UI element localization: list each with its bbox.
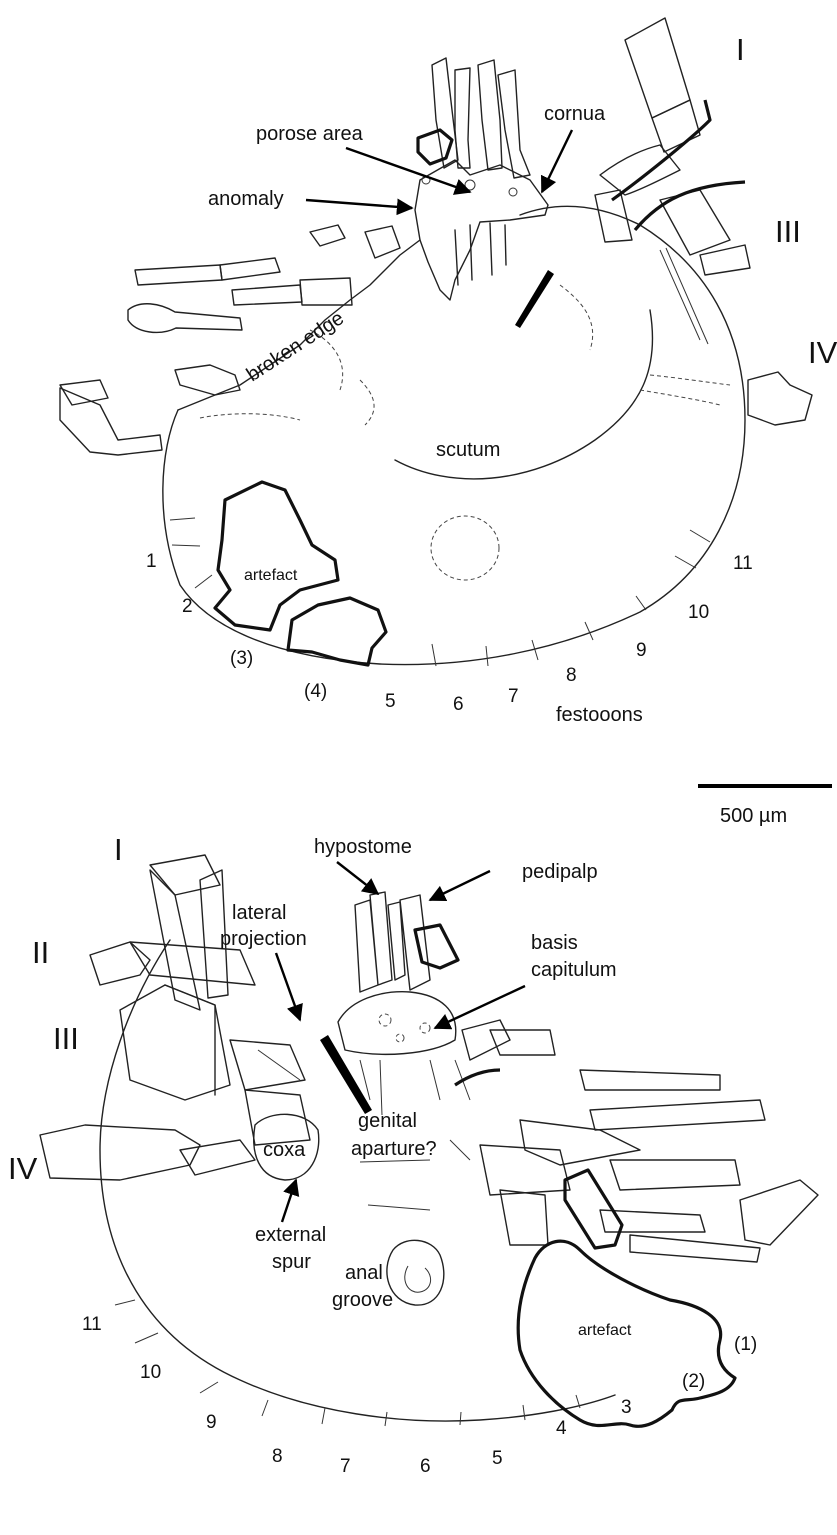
label-scutum: scutum: [436, 439, 500, 461]
top-body-outline: [163, 206, 745, 664]
label-cornua: cornua: [544, 103, 606, 125]
arrow-cornua: [542, 130, 572, 192]
bottom-artefact-medium: [565, 1170, 622, 1248]
bottom-basis-dots: [379, 1014, 430, 1042]
label-spur: spur: [272, 1251, 311, 1273]
bottom-festoon-8: 8: [272, 1446, 283, 1467]
bottom-festoon-2: (2): [682, 1371, 705, 1392]
bottom-festoon-grooves: [115, 1300, 580, 1426]
top-festoon-4: (4): [304, 681, 327, 702]
scutum-outline: [395, 310, 653, 479]
bottom-festoon-5: 5: [492, 1448, 503, 1469]
top-sliver: [515, 270, 554, 328]
top-festoon-7: 7: [508, 686, 519, 707]
leg-label-III-top: III: [775, 214, 801, 249]
top-dashed-structures: [200, 285, 730, 580]
scale-bar-label: 500 µm: [720, 805, 787, 827]
top-festoon-11: 11: [733, 553, 753, 574]
scutum-margin: [660, 248, 708, 344]
arrow-external-spur: [282, 1180, 296, 1222]
top-festoon-10: 10: [688, 602, 709, 623]
bottom-basis-capitulum: [338, 992, 456, 1055]
arrow-porose-area: [346, 148, 470, 192]
label-external: external: [255, 1224, 326, 1246]
top-palps: [432, 58, 530, 178]
top-festoon-2: 2: [182, 596, 193, 617]
label-pedipalp: pedipalp: [522, 861, 598, 883]
top-specimen-drawing: [60, 18, 812, 666]
label-anal: anal: [345, 1262, 383, 1284]
top-leg-artefact-1: [635, 182, 745, 230]
top-artefact-small: [418, 130, 452, 164]
bottom-festoon-4: 4: [556, 1418, 567, 1439]
top-festoon-9: 9: [636, 640, 647, 661]
leg-label-I-top: I: [736, 32, 745, 67]
label-festoons: festooons: [556, 704, 643, 726]
top-festoon-1: 1: [146, 551, 157, 572]
label-anomaly: anomaly: [208, 188, 284, 210]
label-capitulum: capitulum: [531, 959, 617, 981]
top-festoon-5: 5: [385, 691, 396, 712]
bottom-labels: hypostome pedipalp lateral projection ba…: [8, 832, 757, 1477]
top-festoon-8: 8: [566, 665, 577, 686]
label-projection: projection: [220, 928, 307, 950]
label-lateral: lateral: [232, 902, 286, 924]
top-left-legs: [60, 225, 400, 455]
top-labels: porose area cornua anomaly broken edge s…: [146, 32, 837, 726]
label-broken-edge: broken edge: [243, 307, 348, 386]
leg-label-IV-bottom: IV: [8, 1151, 38, 1186]
top-artefact-lower: [288, 598, 386, 665]
top-festoon-3: (3): [230, 648, 253, 669]
label-bottom-artefact: artefact: [578, 1322, 632, 1339]
arrow-anomaly: [306, 200, 412, 208]
label-aparture: aparture?: [351, 1138, 437, 1160]
anal-groove-shape: [387, 1240, 444, 1305]
bottom-artefact-small: [415, 925, 458, 968]
bottom-body-outline: [100, 940, 615, 1421]
top-capitulum: [415, 160, 548, 300]
bottom-festoon-10: 10: [140, 1362, 161, 1383]
scale-bar: 500 µm: [698, 786, 832, 827]
label-hypostome: hypostome: [314, 836, 412, 858]
label-groove: groove: [332, 1289, 393, 1311]
bottom-festoon-1: (1): [734, 1334, 757, 1355]
bottom-festoon-9: 9: [206, 1412, 217, 1433]
anal-groove-inner: [405, 1266, 431, 1292]
label-genital: genital: [358, 1110, 417, 1132]
top-festoon-6: 6: [453, 694, 464, 715]
arrow-basis-capitulum: [435, 986, 525, 1028]
arrow-pedipalp: [430, 871, 490, 900]
leg-label-IV-top: IV: [808, 335, 837, 370]
bottom-festoon-6: 6: [420, 1456, 431, 1477]
top-artefact-large: [215, 482, 338, 630]
bottom-mid-line: [368, 1205, 430, 1210]
label-basis: basis: [531, 932, 578, 954]
arrow-hypostome: [337, 862, 378, 894]
top-leg-artefact-2: [612, 100, 710, 200]
label-coxa: coxa: [263, 1139, 306, 1161]
top-festoon-grooves: [170, 518, 710, 666]
label-porose-area: porose area: [256, 123, 364, 145]
leg-label-II-bottom: II: [32, 935, 49, 970]
bottom-festoon-3: 3: [621, 1397, 632, 1418]
leg-label-III-bottom: III: [53, 1021, 79, 1056]
bottom-sliver: [320, 1035, 372, 1114]
top-basis-lines: [455, 223, 506, 285]
bottom-festoon-7: 7: [340, 1456, 351, 1477]
label-top-artefact: artefact: [244, 567, 298, 584]
bottom-right-legs: [462, 1020, 818, 1262]
leg-label-I-bottom: I: [114, 832, 123, 867]
arrow-lateral-projection: [276, 953, 300, 1020]
bottom-festoon-11: 11: [82, 1314, 102, 1335]
